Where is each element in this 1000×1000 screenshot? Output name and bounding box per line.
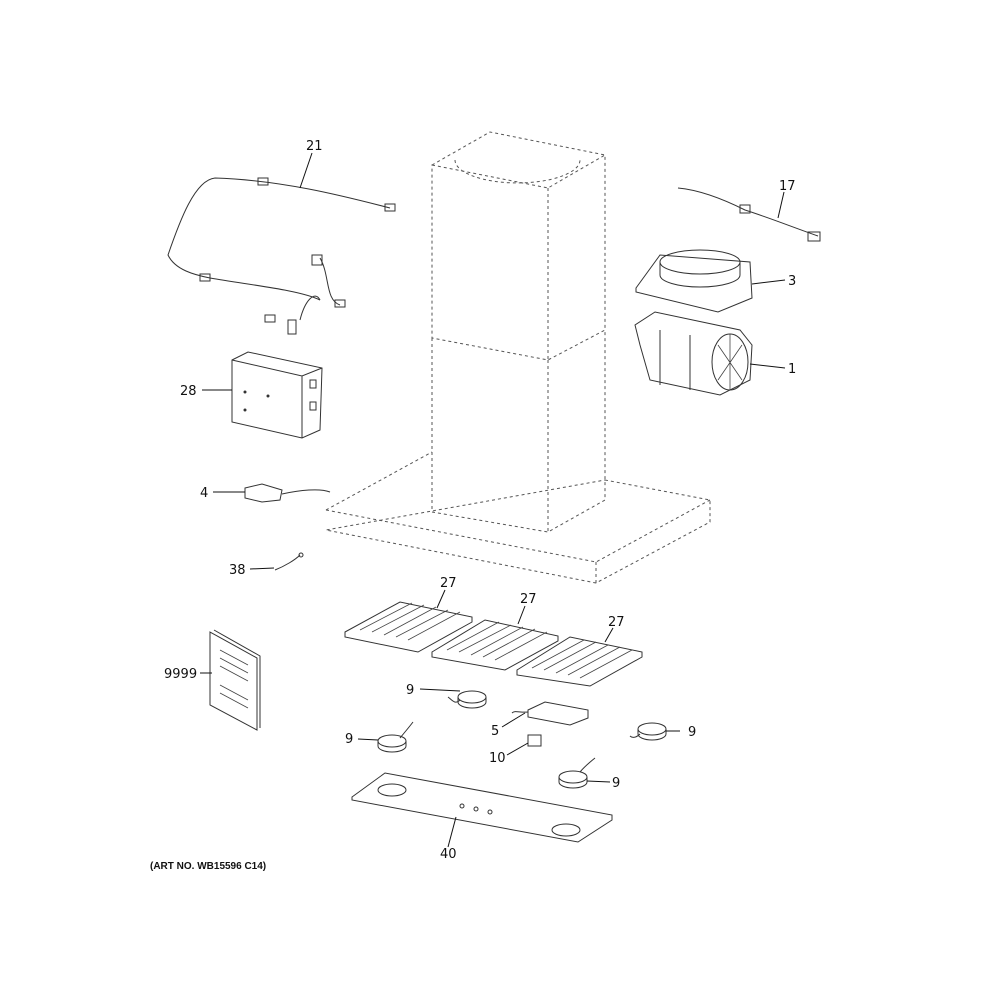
lamp-socket-d[interactable] (558, 757, 596, 789)
callout-40: 40 (440, 847, 457, 862)
callout-9-b: 9 (345, 732, 353, 747)
grease-filter-center[interactable] (431, 619, 559, 671)
blower-adapter-3[interactable] (635, 249, 753, 313)
wire-harness-21[interactable] (167, 177, 396, 335)
callout-9-d: 9 (612, 776, 620, 791)
callout-4: 4 (200, 486, 208, 501)
callout-38: 38 (229, 563, 246, 578)
callout-10: 10 (489, 751, 506, 766)
lamp-panel-40[interactable] (351, 772, 613, 843)
callout-9999: 9999 (164, 667, 197, 682)
callout-3: 3 (788, 274, 796, 289)
callout-5: 5 (491, 724, 499, 739)
callout-21: 21 (306, 139, 323, 154)
grease-filter-right[interactable] (516, 636, 643, 687)
capacitor-10[interactable] (527, 734, 542, 747)
switch-assembly-4[interactable] (244, 483, 331, 503)
art-number: (ART NO. WB15596 C14) (150, 861, 266, 872)
control-board-5[interactable] (511, 701, 589, 726)
blower-motor-1[interactable] (634, 311, 753, 396)
hood-chimney (325, 131, 711, 584)
callout-leaders (200, 152, 786, 848)
callout-28: 28 (180, 384, 197, 399)
callout-27-left: 27 (440, 576, 457, 591)
manual-kit-9999[interactable] (209, 629, 261, 731)
callout-9-a: 9 (406, 683, 414, 698)
callout-9-c: 9 (688, 725, 696, 740)
callout-27-center: 27 (520, 592, 537, 607)
lamp-socket-a[interactable] (447, 690, 487, 709)
callout-17: 17 (779, 179, 796, 194)
control-box-28[interactable] (231, 351, 323, 439)
wire-harness-17[interactable] (677, 187, 821, 242)
callout-27-right: 27 (608, 615, 625, 630)
thermistor-38[interactable] (274, 552, 304, 571)
grease-filter-left[interactable] (344, 601, 473, 653)
callout-1: 1 (788, 362, 796, 377)
lamp-socket-b[interactable] (377, 721, 414, 753)
lamp-socket-c[interactable] (629, 722, 667, 741)
